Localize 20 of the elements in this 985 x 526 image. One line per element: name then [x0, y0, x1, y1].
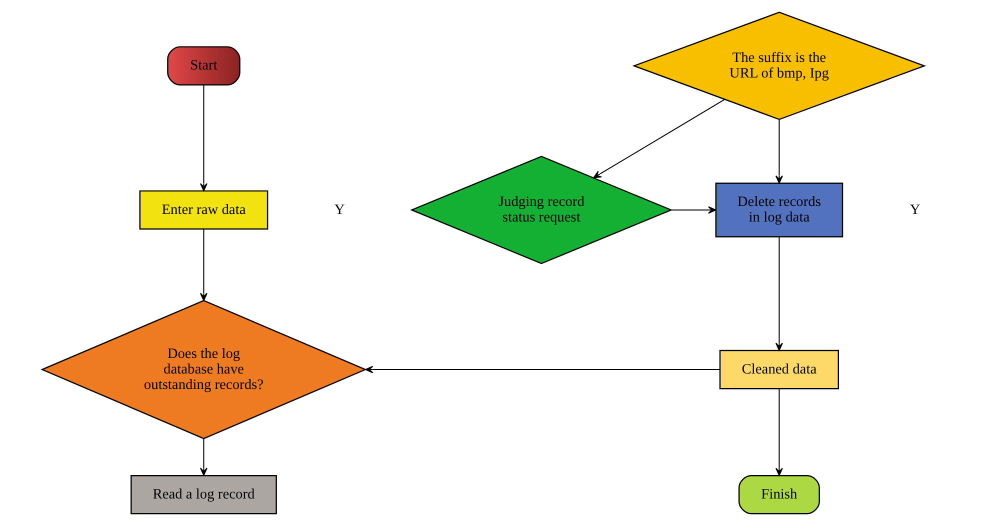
label: Y: [910, 202, 920, 218]
arrow: [593, 99, 725, 178]
node-box: Cleaned data: [719, 350, 840, 390]
arrow: [775, 388, 783, 476]
node-diamond: The suffix is the URL of bmp, Ipg: [632, 12, 926, 120]
label: Y: [334, 202, 345, 218]
node-diamond: Judging record status request: [410, 156, 673, 264]
arrow: [775, 120, 783, 184]
arrow: [365, 366, 720, 374]
arrow: [200, 229, 208, 301]
arrow: [775, 237, 783, 351]
arrow: [200, 438, 208, 476]
node-box: Read a log record: [130, 474, 277, 514]
node-box: Delete records in log data: [715, 182, 844, 238]
node-box: Finish: [738, 474, 820, 514]
node-box: Start: [167, 46, 240, 86]
node-diamond: Does the log database have outstanding records?: [40, 300, 367, 440]
arrow: [671, 206, 716, 214]
arrow: [200, 85, 208, 192]
node-box: Enter raw data: [139, 190, 268, 230]
